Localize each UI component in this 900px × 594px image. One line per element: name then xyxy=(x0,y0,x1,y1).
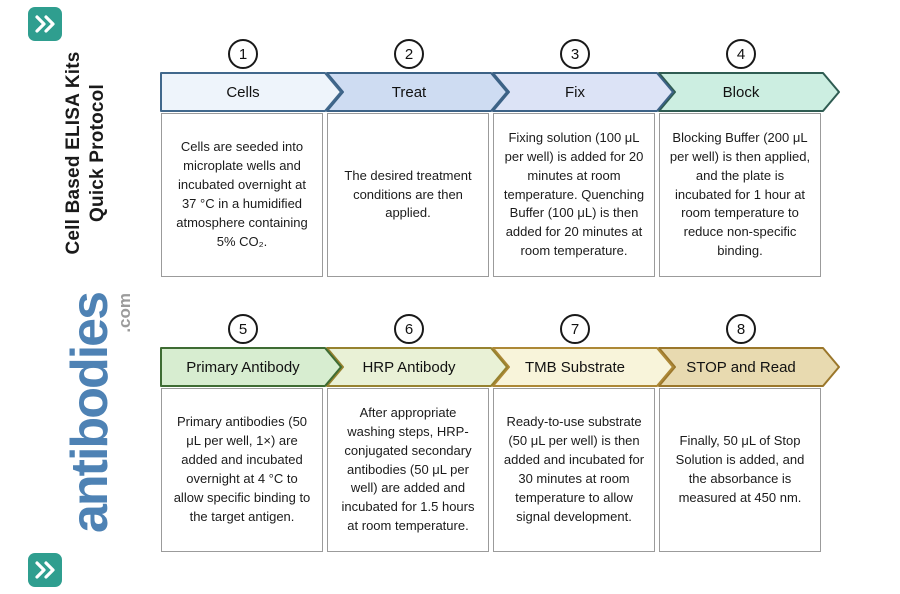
step-label: HRP Antibody xyxy=(362,358,456,376)
step-number: 7 xyxy=(570,320,580,338)
step-label: Cells xyxy=(226,83,260,101)
step-description-box: Primary antibodies (50 μL per well, 1×) … xyxy=(161,388,323,552)
step-number: 3 xyxy=(570,45,580,63)
step-1-cells: 1 Cells Cells are seeded into microplate… xyxy=(160,39,342,279)
step-number-badge: 1 xyxy=(228,39,258,69)
double-chevron-right-icon xyxy=(28,553,62,587)
step-5-primary-antibody: 5 Primary Antibody Primary antibodies (5… xyxy=(160,314,342,554)
step-number-badge: 6 xyxy=(394,314,424,344)
step-arrow-banner: Block xyxy=(658,72,841,112)
step-description-box: Blocking Buffer (200 μL per well) is the… xyxy=(659,113,821,277)
double-chevron-right-icon xyxy=(28,7,62,41)
brand-logo: antibodies .com xyxy=(60,292,134,534)
step-description: Ready-to-use substrate (50 μL per well) … xyxy=(503,414,645,524)
step-number-badge: 3 xyxy=(560,39,590,69)
step-description: Cells are seeded into microplate wells a… xyxy=(176,139,308,249)
step-number-badge: 8 xyxy=(726,314,756,344)
step-label: Block xyxy=(722,83,760,101)
step-arrow-banner: Treat xyxy=(326,72,509,112)
step-description: After appropriate washing steps, HRP-con… xyxy=(341,405,475,534)
step-number-badge: 4 xyxy=(726,39,756,69)
step-label: TMB Substrate xyxy=(524,358,626,376)
step-arrow-banner: Cells xyxy=(160,72,343,112)
step-description: Fixing solution (100 μL per well) is add… xyxy=(503,130,645,259)
step-description: Blocking Buffer (200 μL per well) is the… xyxy=(669,130,811,259)
poster-title-line1: Cell Based ELISA Kits xyxy=(63,51,84,255)
step-6-hrp-antibody: 6 HRP Antibody After appropriate washing… xyxy=(326,314,508,554)
step-2-treat: 2 Treat The desired treatment conditions… xyxy=(326,39,508,279)
step-arrow-banner: Primary Antibody xyxy=(160,347,343,387)
step-7-tmb-substrate: 7 TMB Substrate Ready-to-use substrate (… xyxy=(492,314,674,554)
poster-title-line2: Quick Protocol xyxy=(87,84,108,222)
step-arrow-banner: STOP and Read xyxy=(658,347,841,387)
step-description-box: Ready-to-use substrate (50 μL per well) … xyxy=(493,388,655,552)
step-number-badge: 2 xyxy=(394,39,424,69)
step-label: Treat xyxy=(391,83,427,101)
step-number: 5 xyxy=(238,320,248,338)
step-8-stop-and-read: 8 STOP and Read Finally, 50 μL of Stop S… xyxy=(658,314,840,554)
step-description-box: Fixing solution (100 μL per well) is add… xyxy=(493,113,655,277)
step-description: Finally, 50 μL of Stop Solution is added… xyxy=(675,433,805,505)
step-arrow-banner: TMB Substrate xyxy=(492,347,675,387)
step-number: 4 xyxy=(736,45,746,63)
step-4-block: 4 Block Blocking Buffer (200 μL per well… xyxy=(658,39,840,279)
step-label: Fix xyxy=(565,83,585,101)
step-description: Primary antibodies (50 μL per well, 1×) … xyxy=(173,414,311,524)
step-number: 2 xyxy=(404,45,414,63)
step-3-fix: 3 Fix Fixing solution (100 μL per well) … xyxy=(492,39,674,279)
step-number: 1 xyxy=(238,45,248,63)
step-label: STOP and Read xyxy=(686,358,796,376)
step-description-box: Finally, 50 μL of Stop Solution is added… xyxy=(659,388,821,552)
step-arrow-banner: Fix xyxy=(492,72,675,112)
step-description-box: After appropriate washing steps, HRP-con… xyxy=(327,388,489,552)
step-number-badge: 7 xyxy=(560,314,590,344)
brand-logo-text: antibodies xyxy=(61,292,119,534)
brand-logo-suffix: .com xyxy=(115,292,134,333)
step-label: Primary Antibody xyxy=(186,358,300,376)
step-arrow-banner: HRP Antibody xyxy=(326,347,509,387)
step-number: 6 xyxy=(404,320,414,338)
step-description: The desired treatment conditions are the… xyxy=(344,167,472,221)
step-description-box: The desired treatment conditions are the… xyxy=(327,113,489,277)
step-description-box: Cells are seeded into microplate wells a… xyxy=(161,113,323,277)
step-number-badge: 5 xyxy=(228,314,258,344)
poster-title: Cell Based ELISA Kits Quick Protocol xyxy=(62,51,110,254)
step-number: 8 xyxy=(736,320,746,338)
